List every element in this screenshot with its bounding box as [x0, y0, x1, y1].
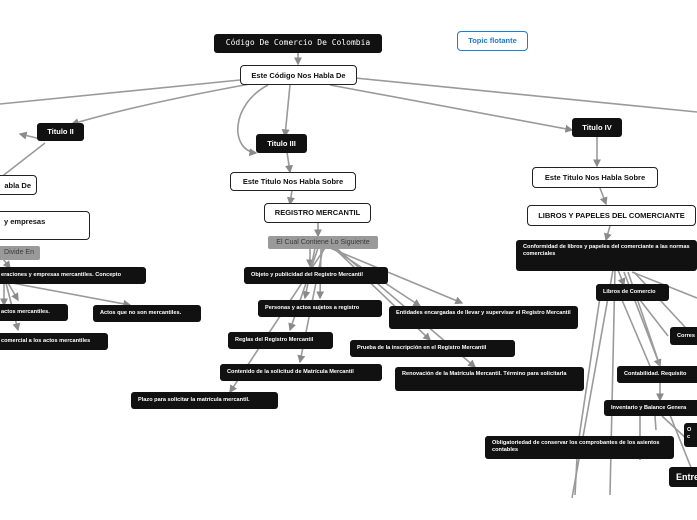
node-contenido-solicitud[interactable]: Contenido de la solicitud de Matrícula M…: [220, 364, 382, 381]
node-entidades-encargadas[interactable]: Entidades encargadas de llevar y supervi…: [389, 306, 578, 329]
node-divide-en[interactable]: Divide En: [0, 246, 40, 260]
node-actos-mercantiles[interactable]: actos mercantiles.: [0, 304, 68, 321]
node-libros-comercio[interactable]: Libros de Comercio: [596, 284, 669, 301]
node-contabilidad[interactable]: Contabilidad. Requisito: [617, 366, 697, 383]
node-y-empresas[interactable]: y empresas: [0, 211, 90, 240]
node-libros-papeles[interactable]: LIBROS Y PAPELES DEL COMERCIANTE: [527, 205, 696, 226]
node-actos-no-mercantiles[interactable]: Actos que no son mercantiles.: [93, 305, 201, 322]
node-renovacion-matricula[interactable]: Renovación de la Matrícula Mercantil. Té…: [395, 367, 584, 391]
node-cual-contiene[interactable]: El Cual Contiene Lo Siguiente: [268, 236, 378, 249]
node-este-codigo-habla[interactable]: Este Código Nos Habla De: [240, 65, 357, 85]
floating-topic[interactable]: Topic flotante: [457, 31, 528, 51]
central-topic[interactable]: Código De Comercio De Colombia: [214, 34, 382, 53]
node-registro-mercantil[interactable]: REGISTRO MERCANTIL: [264, 203, 371, 223]
node-titulo-2[interactable]: Titulo II: [37, 123, 84, 141]
node-corres[interactable]: Corres: [670, 327, 697, 345]
node-objeto-publicidad[interactable]: Objeto y publicidad del Registro Mercant…: [244, 267, 388, 284]
node-obligatoriedad[interactable]: Obligatoriedad de conservar los comproba…: [485, 436, 674, 459]
node-reglas-registro[interactable]: Reglas del Registro Mercantil: [228, 332, 333, 349]
node-titulo4-habla-sobre[interactable]: Este Titulo Nos Habla Sobre: [532, 167, 658, 188]
node-plazo-matricula[interactable]: Plazo para solicitar la matrícula mercan…: [131, 392, 278, 409]
node-titulo-3[interactable]: Titulo III: [256, 134, 307, 153]
node-titulo-4[interactable]: Titulo IV: [572, 118, 622, 137]
node-habla-de-left[interactable]: abla De: [0, 175, 37, 195]
node-operaciones-concepto[interactable]: eraciones y empresas mercantiles. Concep…: [0, 267, 146, 284]
node-prueba-inscripcion[interactable]: Prueba de la inscripción en el Registro …: [350, 340, 515, 357]
node-titulo3-habla-sobre[interactable]: Este Titulo Nos Habla Sobre: [230, 172, 356, 191]
node-inventario-balance[interactable]: Inventario y Balance Genera: [604, 400, 697, 416]
node-personas-actos[interactable]: Personas y actos sujetos a registro: [258, 300, 382, 317]
node-entre[interactable]: Entre: [669, 467, 697, 487]
node-comercial-actos[interactable]: comercial a los actos mercantiles: [0, 333, 108, 350]
node-conformidad-libros[interactable]: Conformidad de libros y papeles del come…: [516, 240, 697, 271]
node-oc[interactable]: O c: [684, 423, 697, 447]
